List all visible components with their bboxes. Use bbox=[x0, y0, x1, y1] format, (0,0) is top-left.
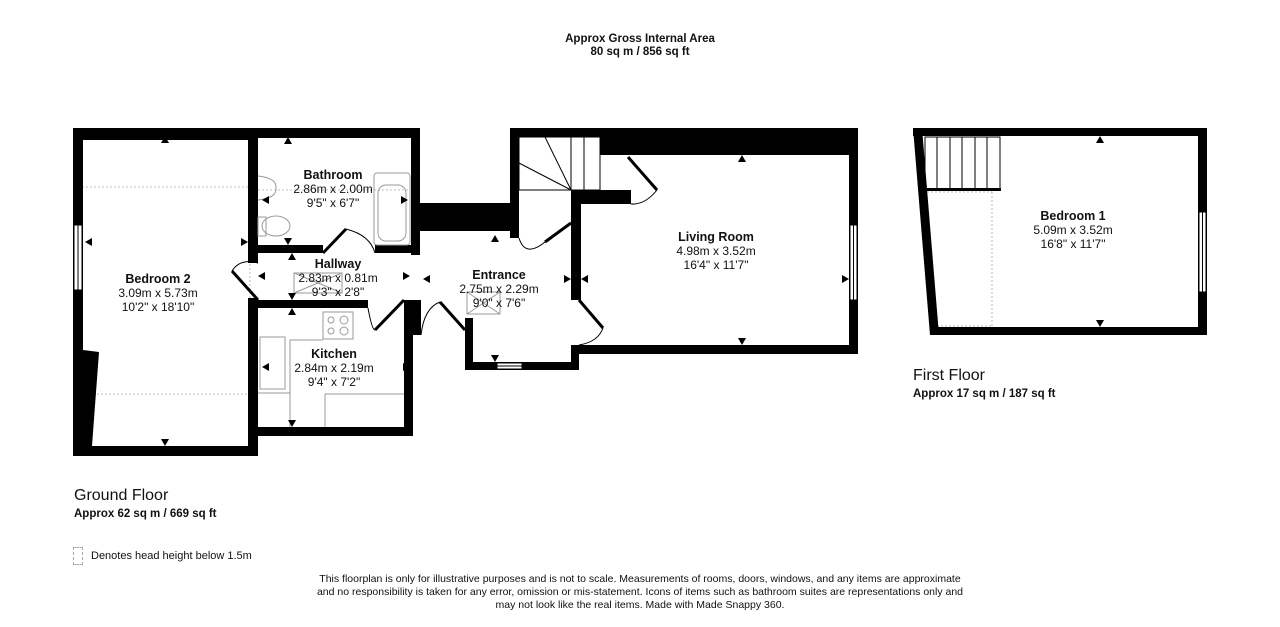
room-metric: 2.86m x 2.00m bbox=[293, 182, 373, 196]
disclaimer: This floorplan is only for illustrative … bbox=[290, 573, 990, 612]
ground-floor-caption: Ground Floor Approx 62 sq m / 669 sq ft bbox=[74, 487, 217, 520]
disclaimer-line-2: and no responsibility is taken for any e… bbox=[316, 586, 964, 598]
dashed-box-icon bbox=[73, 547, 83, 565]
measurement-markers bbox=[85, 136, 849, 446]
head-height-legend: Denotes head height below 1.5m bbox=[73, 547, 252, 565]
room-metric: 2.75m x 2.29m bbox=[459, 282, 539, 296]
room-imperial: 16'4" x 11'7" bbox=[683, 258, 749, 272]
room-name: Living Room bbox=[678, 230, 754, 244]
first-floor-markers bbox=[1096, 136, 1104, 327]
room-label-living-room: Living Room 4.98m x 3.52m 16'4" x 11'7" bbox=[676, 230, 755, 272]
room-name: Kitchen bbox=[311, 347, 357, 361]
disclaimer-line-3: may not look like the real items. Made w… bbox=[495, 599, 785, 611]
gross-area-title: Approx Gross Internal Area bbox=[565, 33, 715, 45]
room-name: Hallway bbox=[314, 257, 362, 271]
room-name: Entrance bbox=[472, 268, 526, 282]
disclaimer-line-1: This floorplan is only for illustrative … bbox=[319, 573, 961, 585]
ground-floor-title: Ground Floor bbox=[74, 487, 169, 504]
room-imperial: 9'0" x 7'6" bbox=[472, 296, 526, 310]
room-name: Bathroom bbox=[303, 168, 363, 182]
room-imperial: 10'2" x 18'10" bbox=[121, 300, 195, 314]
windows bbox=[73, 224, 858, 370]
doors bbox=[230, 156, 659, 332]
room-metric: 4.98m x 3.52m bbox=[676, 244, 756, 258]
room-metric: 3.09m x 5.73m bbox=[118, 286, 198, 300]
room-metric: 2.83m x 0.81m bbox=[298, 271, 378, 285]
first-floor-caption: First Floor Approx 17 sq m / 187 sq ft bbox=[913, 367, 1056, 400]
room-name: Bedroom 1 bbox=[1040, 209, 1106, 223]
room-label-bedroom-1: Bedroom 1 5.09m x 3.52m 16'8" x 11'7" bbox=[1033, 209, 1112, 251]
room-imperial: 9'4" x 7'2" bbox=[307, 375, 361, 389]
room-imperial: 16'8" x 11'7" bbox=[1040, 237, 1106, 251]
room-label-hallway: Hallway 2.83m x 0.81m 9'3" x 2'8" bbox=[298, 257, 377, 299]
room-metric: 2.84m x 2.19m bbox=[294, 361, 374, 375]
first-floor-title: First Floor bbox=[913, 367, 985, 384]
room-name: Bedroom 2 bbox=[125, 272, 191, 286]
kitchen-fixtures bbox=[258, 311, 404, 427]
room-label-bedroom-2: Bedroom 2 3.09m x 5.73m 10'2" x 18'10" bbox=[118, 272, 197, 314]
head-height-areas bbox=[81, 140, 410, 448]
legend-text: Denotes head height below 1.5m bbox=[91, 550, 252, 562]
room-label-bathroom: Bathroom 2.86m x 2.00m 9'5" x 6'7" bbox=[293, 168, 372, 210]
door-swings bbox=[231, 189, 658, 346]
staircase bbox=[518, 136, 601, 191]
room-label-entrance: Entrance 2.75m x 2.29m 9'0" x 7'6" bbox=[459, 268, 538, 310]
first-floor-dashed bbox=[927, 191, 993, 327]
room-metric: 5.09m x 3.52m bbox=[1033, 223, 1113, 237]
first-floor-area: Approx 17 sq m / 187 sq ft bbox=[913, 388, 1056, 400]
hatch-boxes bbox=[293, 272, 501, 315]
gross-area-header: Approx Gross Internal Area 80 sq m / 856… bbox=[490, 33, 790, 59]
room-imperial: 9'5" x 6'7" bbox=[306, 196, 360, 210]
gross-area-value: 80 sq m / 856 sq ft bbox=[590, 46, 690, 58]
first-floor-staircase bbox=[924, 136, 1001, 190]
first-floor-window bbox=[1198, 211, 1207, 293]
room-label-kitchen: Kitchen 2.84m x 2.19m 9'4" x 7'2" bbox=[294, 347, 373, 389]
room-imperial: 9'3" x 2'8" bbox=[311, 285, 365, 299]
ground-floor-area: Approx 62 sq m / 669 sq ft bbox=[74, 508, 217, 520]
